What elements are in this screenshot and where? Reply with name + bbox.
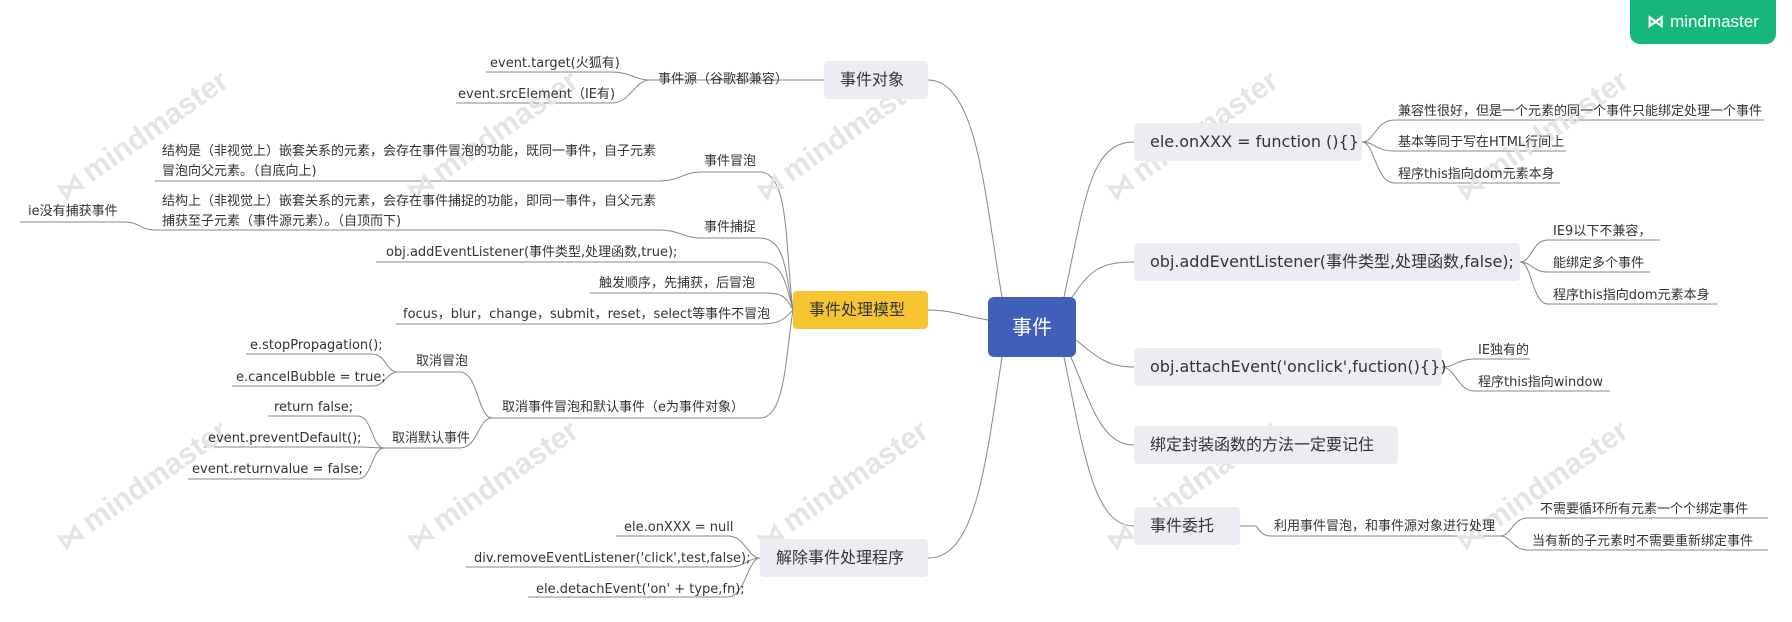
link-root-remember: [1069, 354, 1135, 446]
leaf-cancel-bubble[interactable]: e.cancelBubble = true;: [236, 370, 386, 385]
leaf-capture-text[interactable]: 结构上（非视觉上）嵌套关系的元素，会存在事件捕捉的功能，即同一事件，自父元素捕获…: [162, 194, 657, 229]
link-capture-note: [20, 221, 156, 231]
link-delegate-sub: [1240, 525, 1500, 537]
link-root-delegate: [1063, 356, 1135, 527]
leaf-remove-listener[interactable]: div.removeEventListener('click',test,fal…: [474, 551, 751, 566]
link-root-attach: [1075, 339, 1135, 368]
leaf-cancel[interactable]: 取消事件冒泡和默认事件（e为事件对象）: [502, 400, 744, 415]
link-remove-2: [466, 557, 761, 568]
topic-remove-handler[interactable]: 解除事件处理程序: [760, 539, 928, 577]
link-sd-3: [188, 447, 385, 480]
link-eventsrc-2: [456, 79, 651, 104]
link-attach-2: [1441, 366, 1610, 392]
leaf-capture-note[interactable]: ie没有捕获事件: [28, 204, 118, 219]
leaf-prevent-default[interactable]: event.preventDefault();: [208, 431, 362, 446]
link-eventsrc-1: [486, 71, 651, 81]
link-model-order: [590, 292, 794, 311]
link-sb-1: [246, 353, 399, 373]
leaf-add-2[interactable]: 能绑定多个事件: [1553, 256, 1645, 271]
link-sd-2: [204, 446, 385, 449]
topic-addeventlistener[interactable]: obj.addEventListener(事件类型,处理函数,false);: [1134, 243, 1520, 281]
leaf-delegate-1[interactable]: 不需要循环所有元素一个个绑定事件: [1540, 502, 1749, 517]
link-onxxx-2: [1361, 141, 1566, 152]
leaf-event-target[interactable]: event.target(火狐有): [490, 56, 620, 71]
link-add-3: [1519, 261, 1718, 305]
leaf-trigger-order[interactable]: 触发顺序，先捕获，后冒泡: [599, 276, 756, 291]
topic-event-object[interactable]: 事件对象: [824, 61, 928, 99]
link-cancel-stopbubble: [398, 371, 493, 419]
topic-event-model[interactable]: 事件处理模型: [793, 291, 928, 329]
leaf-onxxx-3[interactable]: 程序this指向dom元素本身: [1398, 167, 1555, 182]
leaf-stop-default[interactable]: 取消默认事件: [392, 431, 471, 446]
leaf-attach-2[interactable]: 程序this指向window: [1478, 375, 1604, 390]
topic-delegate[interactable]: 事件委托: [1134, 507, 1240, 545]
brand-label: mindmaster: [1670, 12, 1759, 31]
leaf-stop-bubble[interactable]: 取消冒泡: [416, 354, 469, 369]
topic-attachevent[interactable]: obj.attachEvent('onclick',fuction(){}): [1134, 348, 1447, 386]
leaf-bubble-text[interactable]: 结构是（非视觉上）嵌套关系的元素，会存在事件冒泡的功能，既同一事件，自子元素冒泡…: [162, 144, 657, 179]
leaf-add-1[interactable]: IE9以下不兼容，: [1553, 224, 1652, 239]
leaf-event-source[interactable]: 事件源（谷歌都兼容）: [658, 72, 789, 87]
leaf-delegate-sub[interactable]: 利用事件冒泡，和事件源对象进行处理: [1274, 519, 1496, 534]
leaf-onxxx-2[interactable]: 基本等同于写在HTML行间上: [1398, 135, 1565, 150]
link-sd-1: [268, 415, 385, 449]
leaf-delegate-2[interactable]: 当有新的子元素时不需要重新绑定事件: [1532, 534, 1754, 549]
leaf-capture[interactable]: 事件捕捉: [704, 220, 757, 235]
link-add-1: [1519, 239, 1660, 263]
link-delegate-2: [1499, 535, 1768, 551]
link-model-bubble: [700, 171, 794, 311]
mindmaster-logo-icon: ⋈: [1647, 12, 1665, 31]
link-root-remove: [927, 356, 1003, 559]
leaf-attach-1[interactable]: IE独有的: [1478, 343, 1530, 358]
link-root-model: [927, 309, 989, 321]
link-delegate-1: [1499, 517, 1768, 537]
link-root-eventobj: [927, 79, 1003, 298]
link-onxxx-3: [1361, 141, 1560, 184]
leaf-onxxx-1[interactable]: 兼容性很好，但是一个元素的同一个事件只能绑定处理一个事件: [1398, 104, 1763, 119]
leaf-return-false[interactable]: return false;: [274, 400, 354, 415]
link-remove-3: [528, 557, 761, 598]
topic-onxxx[interactable]: ele.onXXX = function (){}: [1134, 123, 1362, 161]
link-capture-text: [155, 229, 701, 239]
link-model-capture: [700, 237, 794, 311]
link-model-cancel: [492, 309, 794, 419]
root-topic[interactable]: 事件: [988, 297, 1076, 357]
link-add-2: [1519, 261, 1650, 273]
link-sb-2: [232, 371, 399, 387]
leaf-bubble[interactable]: 事件冒泡: [704, 154, 757, 169]
leaf-returnvalue[interactable]: event.returnvalue = false;: [192, 462, 363, 477]
link-model-nobubble: [396, 309, 794, 325]
mindmaster-badge[interactable]: ⋈ mindmaster: [1630, 0, 1776, 44]
link-remove-1: [616, 535, 761, 559]
leaf-onxxx-null[interactable]: ele.onXXX = null: [624, 520, 734, 535]
topic-remember[interactable]: 绑定封装函数的方法一定要记住: [1134, 426, 1398, 464]
leaf-listener-true[interactable]: obj.addEventListener(事件类型,处理函数,true);: [386, 245, 678, 260]
link-onxxx-1: [1361, 119, 1764, 143]
link-model-listener: [376, 261, 794, 311]
link-cancel-stopdefault: [384, 417, 493, 449]
link-root-onxxx: [1063, 141, 1135, 298]
leaf-stop-propagation[interactable]: e.stopPropagation();: [250, 338, 383, 353]
leaf-detach-event[interactable]: ele.detachEvent('on' + type,fn);: [536, 582, 745, 597]
link-bubble-text: [155, 171, 701, 182]
link-root-addlistener: [1069, 261, 1135, 301]
link-attach-1: [1441, 358, 1530, 368]
leaf-event-srcelement[interactable]: event.srcElement（IE有): [458, 87, 616, 102]
leaf-add-3[interactable]: 程序this指向dom元素本身: [1553, 288, 1710, 303]
leaf-no-bubble[interactable]: focus，blur，change，submit，reset，select等事件…: [403, 307, 771, 322]
